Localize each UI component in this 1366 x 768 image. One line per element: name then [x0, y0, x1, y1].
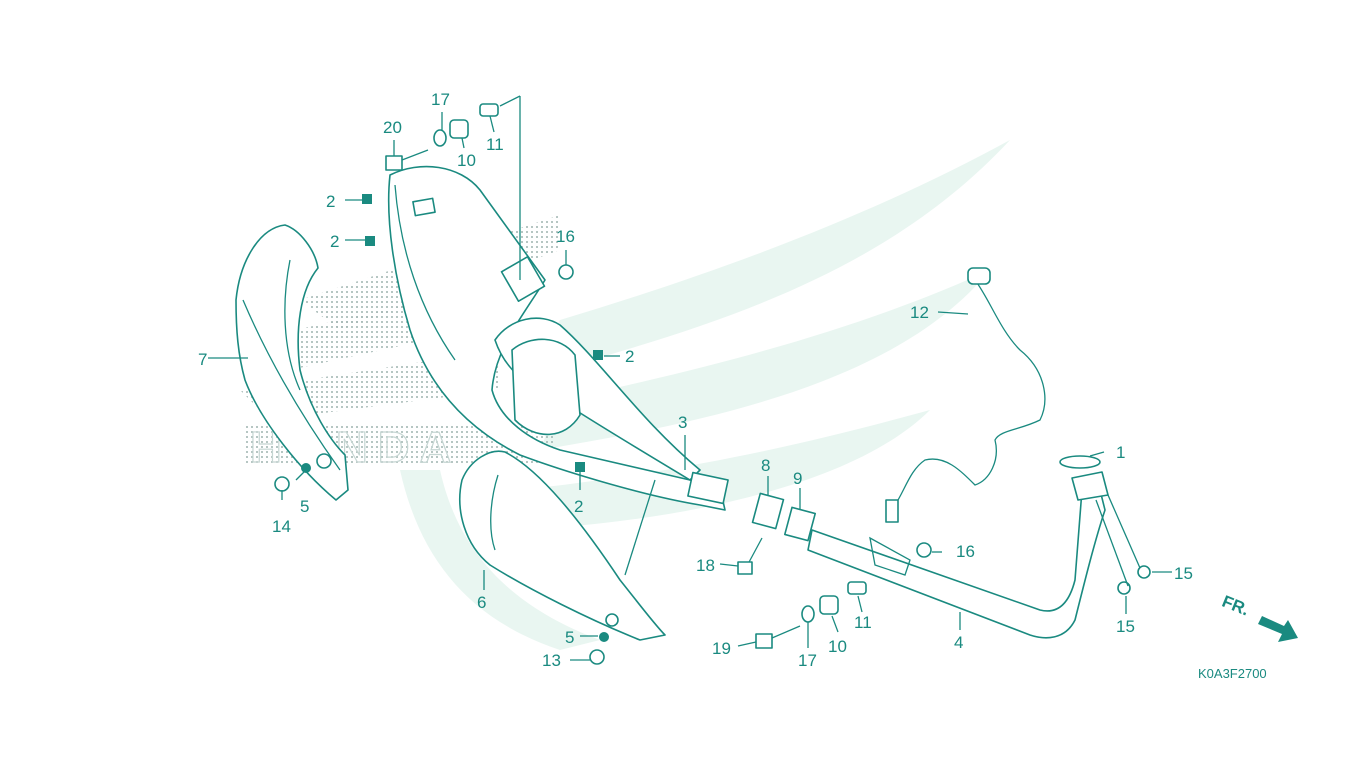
leader-lines	[208, 95, 1172, 661]
hardware-pieces	[274, 103, 1151, 665]
callout-15: 15	[1174, 564, 1193, 583]
callout-11: 11	[486, 135, 504, 154]
direction-label: FR.	[1219, 592, 1252, 620]
arrow-icon	[1258, 616, 1298, 642]
heat-guard-part-7	[235, 224, 349, 501]
callout-13: 13	[542, 651, 561, 670]
callout-15: 15	[1116, 617, 1135, 636]
callout-2: 2	[625, 347, 634, 366]
callout-18: 18	[696, 556, 715, 575]
callout-16: 16	[956, 542, 975, 561]
callout-20: 20	[383, 118, 402, 137]
callout-2: 2	[326, 192, 335, 211]
o2-sensor-part-12	[885, 267, 1046, 523]
callout-10: 10	[457, 151, 476, 170]
callout-17: 17	[431, 90, 450, 109]
callout-8: 8	[761, 456, 770, 475]
callout-2: 2	[574, 497, 583, 516]
callout-16: 16	[556, 227, 575, 246]
callout-4: 4	[954, 633, 963, 652]
callout-2: 2	[330, 232, 339, 251]
callout-17: 17	[798, 651, 817, 670]
callout-7: 7	[198, 350, 207, 369]
protector-part-6	[459, 450, 666, 641]
callout-12: 12	[910, 303, 929, 322]
callout-5: 5	[300, 497, 309, 516]
callout-1: 1	[1116, 443, 1125, 462]
diagram-code: K0A3F2700	[1198, 666, 1267, 681]
callout-19: 19	[712, 639, 731, 658]
callout-11: 11	[854, 613, 872, 632]
callout-14: 14	[272, 517, 291, 536]
front-direction-arrow: FR.	[1219, 592, 1298, 642]
callout-10: 10	[828, 637, 847, 656]
callout-6: 6	[477, 593, 486, 612]
honda-wing-watermark	[400, 140, 1010, 650]
muffler-part-3	[387, 165, 729, 511]
callout-5: 5	[565, 628, 574, 647]
callouts: 1 2 2 2 2 3 4 5 5 6 7 8 9 10 10 11 11 12…	[198, 90, 1193, 670]
callout-9: 9	[793, 469, 802, 488]
callout-3: 3	[678, 413, 687, 432]
